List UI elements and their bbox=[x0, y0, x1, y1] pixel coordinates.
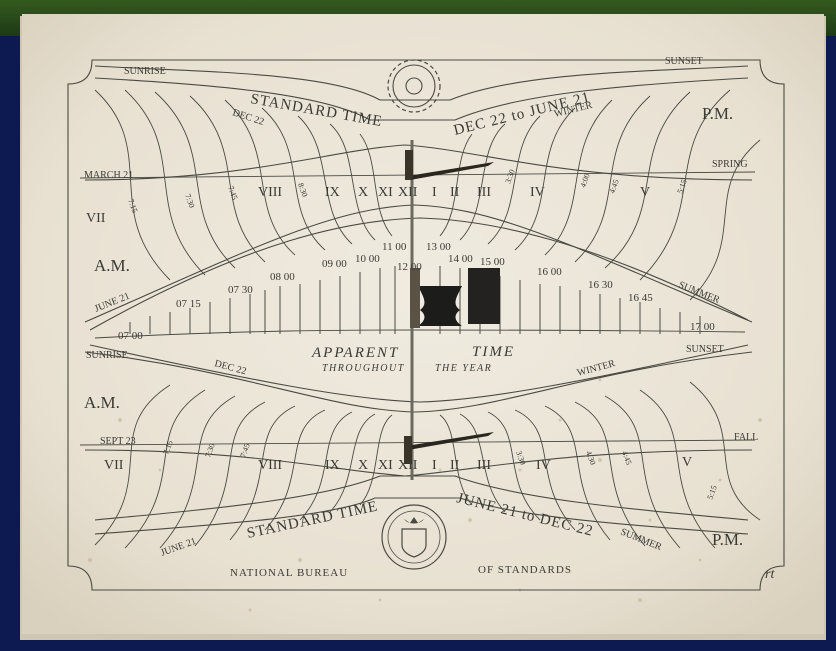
label-sunset-bottom: SUNSET bbox=[686, 344, 724, 355]
department-seal-icon bbox=[381, 504, 447, 570]
label-the-year: THE YEAR bbox=[435, 363, 492, 374]
center-band-top bbox=[89, 217, 749, 331]
roman-top-9: V bbox=[640, 185, 650, 200]
label-spring: SPRING bbox=[712, 159, 748, 170]
ct-13: 16 45 bbox=[628, 292, 653, 304]
label-pm-bottom: P.M. bbox=[712, 530, 743, 549]
center-time-labels: 07 00 07 15 07 30 08 00 09 00 10 00 11 0… bbox=[118, 241, 715, 342]
label-pm-top: P.M. bbox=[702, 104, 733, 123]
roman-bottom-2: X bbox=[358, 458, 368, 473]
ct-10: 15 00 bbox=[480, 256, 505, 268]
lower-hourglass-top bbox=[84, 351, 753, 413]
roman-bottom-8: IV bbox=[536, 458, 551, 473]
roman-bottom-3: XI bbox=[378, 458, 393, 473]
label-sunrise-bottom: SUNRISE bbox=[86, 350, 128, 361]
dial-face bbox=[20, 14, 826, 640]
upper-pin bbox=[405, 150, 494, 180]
gnomon-hourglass bbox=[410, 268, 500, 328]
ct-1: 07 15 bbox=[176, 298, 201, 310]
roman-bottom-9: V bbox=[682, 455, 692, 470]
sept-line bbox=[79, 439, 756, 446]
roman-top-5: I bbox=[432, 185, 437, 200]
ct-2: 07 30 bbox=[228, 284, 253, 296]
label-throughout: THROUGHOUT bbox=[322, 363, 405, 374]
roman-top-7: III bbox=[477, 185, 491, 200]
roman-bottom-1: IX bbox=[325, 458, 340, 473]
ct-5: 10 00 bbox=[355, 253, 380, 265]
top-band-upper bbox=[94, 65, 749, 101]
ct-14: 17 00 bbox=[690, 321, 715, 333]
bottom-band-upper bbox=[94, 475, 749, 521]
lower-pin bbox=[404, 432, 494, 464]
label-vii-bottom: VII bbox=[104, 458, 124, 473]
outer-border bbox=[67, 59, 785, 591]
ct-7: 12 00 bbox=[397, 261, 422, 273]
title-right: OF STANDARDS bbox=[478, 564, 572, 576]
center-band-bottom bbox=[89, 344, 749, 403]
label-sunrise-top: SUNRISE bbox=[124, 66, 166, 77]
roman-top-6: II bbox=[450, 185, 460, 200]
label-am-top: A.M. bbox=[94, 256, 130, 275]
signature: rt bbox=[765, 567, 775, 582]
label-time: TIME bbox=[472, 344, 515, 360]
label-sept23: SEPT 23 bbox=[100, 436, 136, 447]
label-apparent: APPARENT bbox=[311, 345, 399, 361]
roman-bottom-7: III bbox=[477, 458, 491, 473]
roman-top-2: X bbox=[358, 185, 368, 200]
roman-bottom-5: I bbox=[432, 458, 437, 473]
center-ticks bbox=[129, 266, 701, 334]
ct-11: 16 00 bbox=[537, 266, 562, 278]
label-march21: MARCH 21 bbox=[84, 170, 133, 181]
roman-bottom-4: XII bbox=[398, 458, 418, 473]
ct-9: 14 00 bbox=[448, 253, 473, 265]
roman-top-1: IX bbox=[325, 185, 340, 200]
roman-top-4: XII bbox=[398, 185, 418, 200]
label-sunset-top: SUNSET bbox=[665, 56, 703, 67]
lower-hour-curves bbox=[94, 381, 761, 549]
title-left: NATIONAL BUREAU bbox=[230, 567, 348, 579]
upper-hourglass-bottom bbox=[84, 204, 753, 323]
label-am-bottom: A.M. bbox=[84, 393, 120, 412]
ct-0: 07 00 bbox=[118, 330, 143, 342]
gear-icon bbox=[387, 59, 441, 113]
bottom-band-lower bbox=[94, 497, 749, 535]
top-band-lower bbox=[94, 77, 749, 121]
roman-top-0: VIII bbox=[258, 185, 282, 200]
roman-top-8: IV bbox=[530, 185, 545, 200]
ct-6: 11 00 bbox=[382, 241, 407, 253]
ct-4: 09 00 bbox=[322, 258, 347, 270]
ct-8: 13 00 bbox=[426, 241, 451, 253]
label-fall: FALL bbox=[734, 432, 758, 443]
roman-hours-top: VIII IX X XI XII I II III IV V bbox=[258, 185, 650, 200]
label-vii-top: VII bbox=[86, 211, 106, 226]
roman-bottom-0: VIII bbox=[258, 458, 282, 473]
roman-bottom-6: II bbox=[450, 458, 460, 473]
upper-hour-curves bbox=[94, 89, 761, 301]
roman-hours-bottom: VIII IX X XI XII I II III IV V bbox=[258, 455, 692, 473]
ct-3: 08 00 bbox=[270, 271, 295, 283]
upper-hourglass-top bbox=[84, 144, 753, 181]
roman-top-3: XI bbox=[378, 185, 393, 200]
ct-12: 16 30 bbox=[588, 279, 613, 291]
center-band-axis bbox=[94, 329, 746, 339]
